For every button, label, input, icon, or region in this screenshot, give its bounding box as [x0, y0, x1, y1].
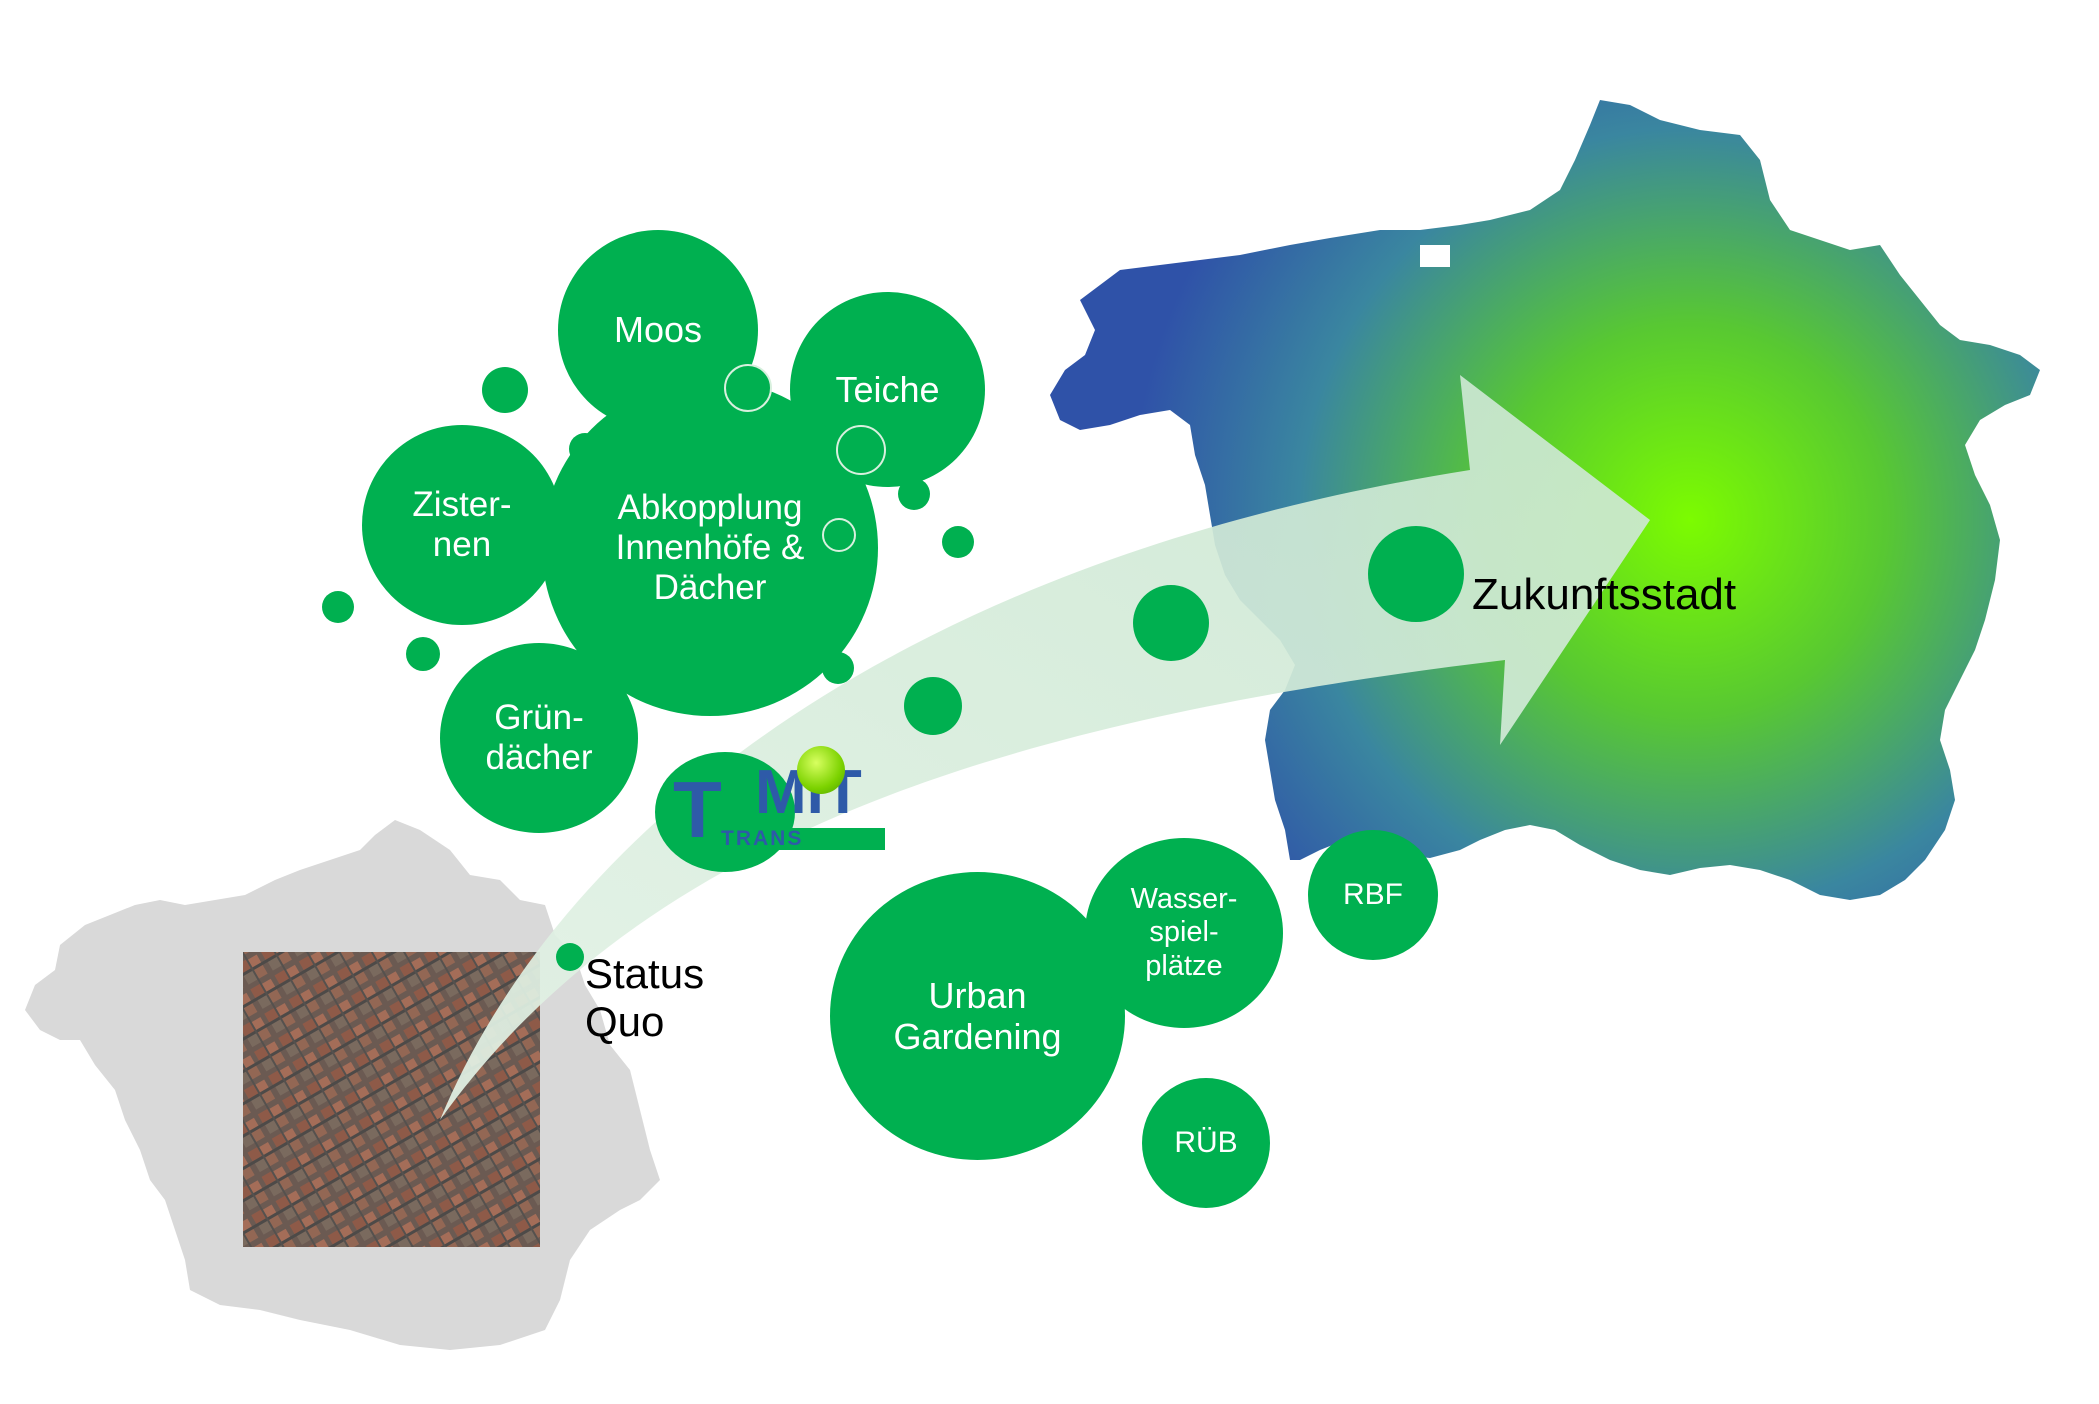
dot: [942, 526, 974, 558]
bubble-wasserspielplaetze-label: Wasser- spiel- plätze: [1130, 882, 1238, 982]
logo-trans-bar: [715, 828, 885, 850]
bubble-gruendaecher: Grün- dächer: [440, 643, 638, 833]
bubble-rueb: RÜB: [1142, 1078, 1270, 1208]
dot: [482, 367, 528, 413]
bubble-abkopplung-label: Abkopplung Innenhöfe & Dächer: [615, 487, 805, 608]
dot: [322, 591, 354, 623]
path-dot: [1368, 526, 1464, 622]
bubble-rbf: RBF: [1308, 830, 1438, 960]
dot-ring: [822, 518, 856, 552]
bubble-moos-label: Moos: [613, 309, 703, 351]
bubble-gruendaecher-label: Grün- dächer: [485, 697, 593, 777]
bubble-rbf-label: RBF: [1343, 877, 1403, 911]
label-status-quo: Status Quo: [585, 950, 705, 1046]
bubble-urban-gardening: Urban Gardening: [830, 872, 1125, 1160]
bubble-teiche-label: Teiche: [835, 368, 940, 410]
logo-green-disc: [655, 752, 795, 872]
transformation-arrow: [440, 375, 1650, 1120]
logo-trans: TRANS: [721, 827, 804, 850]
bubble-abkopplung: Abkopplung Innenhöfe & Dächer: [542, 380, 878, 716]
dot-ring: [724, 364, 772, 412]
bubble-teiche: Teiche: [790, 292, 985, 487]
path-dot: [1133, 585, 1209, 661]
logo-letter-t: T: [673, 765, 722, 854]
path-dot: [904, 677, 962, 735]
bubble-rueb-label: RÜB: [1174, 1125, 1238, 1159]
bubble-zisternen-label: Zister- nen: [412, 484, 512, 564]
bubble-zisternen: Zister- nen: [362, 425, 562, 625]
logo-ball-icon: [797, 746, 845, 794]
dot: [569, 433, 601, 465]
dot: [406, 637, 440, 671]
dot: [822, 652, 854, 684]
dot-ring: [836, 425, 886, 475]
aerial-photo: [243, 952, 540, 1247]
bubble-urban-gardening-label: Urban Gardening: [893, 974, 1062, 1057]
tmit-trans-logo: T MIT TRANS: [655, 746, 887, 872]
dot: [898, 478, 930, 510]
bubble-wasserspielplaetze: Wasser- spiel- plätze: [1085, 838, 1283, 1028]
label-zukunftsstadt: Zukunftsstadt: [1472, 570, 1737, 619]
path-dot: [556, 943, 584, 971]
